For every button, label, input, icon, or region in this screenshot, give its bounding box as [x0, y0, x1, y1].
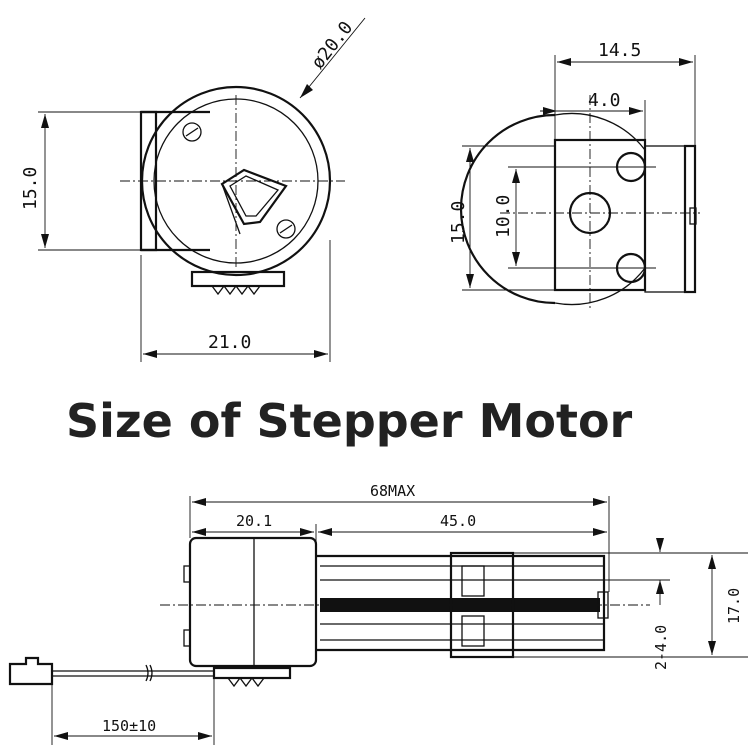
side-height-dimension: 15.0 — [448, 145, 555, 291]
side-motor-circle — [459, 113, 556, 305]
front-diameter-label: ø20.0 — [307, 17, 357, 73]
screw-bottom-right-icon — [276, 219, 296, 239]
side-bracket-flange — [644, 145, 686, 293]
side-hole-spacing-dimension: 10.0 — [493, 166, 606, 269]
wire-lead — [52, 664, 214, 682]
side-circle-bottom-arc — [554, 267, 646, 306]
side-hole-spacing-label: 10.0 — [493, 195, 514, 238]
length-view: 68MAX 20.1 45.0 17.0 — [8, 482, 748, 745]
height-dimension: 17.0 — [513, 552, 748, 658]
motor-tab-bottom — [183, 629, 191, 647]
lead-screw — [320, 598, 600, 612]
lead-length-label: 150±10 — [102, 717, 156, 735]
side-bracket-body — [553, 138, 647, 292]
motor-can — [188, 536, 318, 668]
motor-length-dimension: 20.1 — [192, 512, 317, 556]
overall-length-label: 68MAX — [370, 482, 415, 500]
length-terminal-icon — [212, 666, 292, 688]
slider-hole-bottom — [461, 615, 485, 647]
connector-plug-icon — [8, 656, 54, 686]
motor-tab-top — [183, 565, 191, 583]
side-height-label: 15.0 — [448, 201, 469, 244]
front-width-label: 21.0 — [208, 332, 251, 353]
rail-length-dimension: 45.0 — [318, 512, 607, 536]
slider-hole-top — [461, 565, 485, 597]
rotor-shaft-icon — [220, 168, 288, 235]
terminal-connector-icon — [190, 270, 286, 296]
side-width-label: 14.5 — [598, 40, 641, 61]
overall-length-dimension: 68MAX — [189, 482, 610, 592]
front-height-dimension: 15.0 — [20, 111, 141, 251]
side-offset-label: 4.0 — [588, 90, 621, 111]
side-bracket-end — [683, 144, 697, 294]
side-offset-dimension: 4.0 — [540, 90, 646, 146]
rail-length-label: 45.0 — [440, 512, 476, 530]
motor-length-label: 20.1 — [236, 512, 272, 530]
front-width-dimension: 21.0 — [140, 240, 331, 362]
page-title: Size of Stepper Motor — [66, 394, 633, 448]
hole-dimension: 2-4.0 — [513, 538, 670, 670]
side-width-dimension: 14.5 — [554, 40, 696, 146]
side-view: 14.5 4.0 15.0 10.0 — [448, 40, 700, 310]
front-diameter-dimension: ø20.0 — [299, 17, 366, 99]
front-height-label: 15.0 — [20, 167, 41, 210]
front-flat-edges — [141, 110, 210, 252]
front-view: ø20.0 15.0 21.0 — [20, 17, 366, 362]
side-notch — [689, 207, 697, 225]
lead-length-dimension: 150±10 — [51, 678, 215, 745]
rail-bracket — [316, 554, 606, 652]
screw-top-left-icon — [182, 122, 202, 142]
side-circle-top-arc — [554, 112, 646, 151]
height-label: 17.0 — [725, 588, 743, 624]
hole-label: 2-4.0 — [652, 625, 670, 670]
